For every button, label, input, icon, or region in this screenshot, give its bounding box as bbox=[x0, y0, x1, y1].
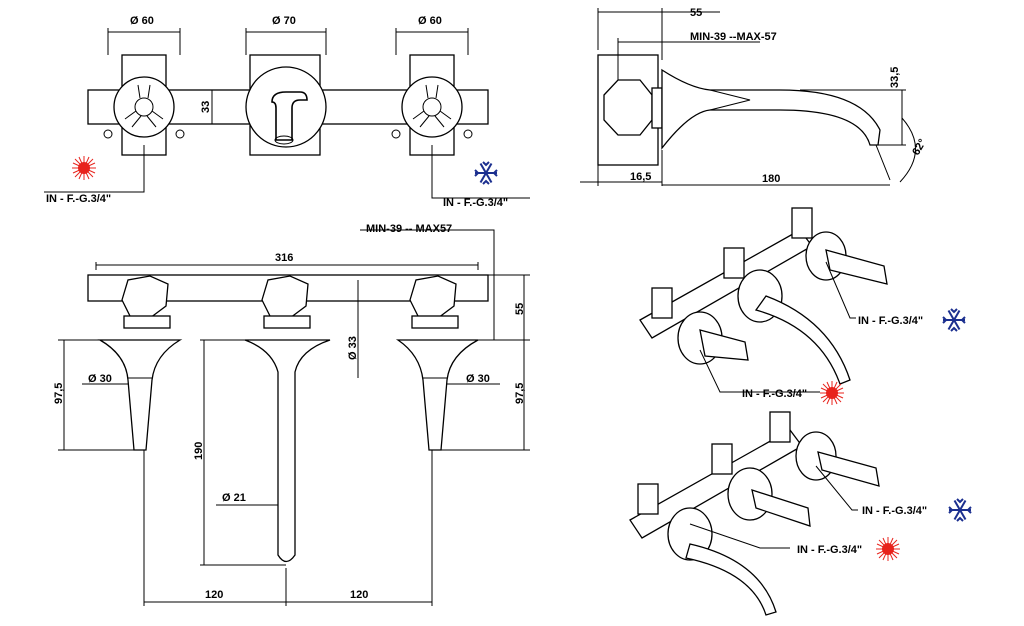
inlet-hot-label: IN - F.-G.3/4" bbox=[46, 193, 111, 205]
dim-dia-30-right: Ø 30 bbox=[466, 373, 490, 385]
dim-dia-left: Ø 60 bbox=[130, 15, 154, 27]
iso-view-2: IN - F.-G.3/4" IN - F.-G.3/4" bbox=[629, 411, 972, 616]
snowflake-cold-icon bbox=[474, 161, 498, 185]
dim-depth-55-bottom: 55 bbox=[514, 303, 526, 315]
dim-dia-33: Ø 33 bbox=[347, 336, 359, 360]
iso-view-1: IN - F.-G.3/4" IN - F.-G.3/4" bbox=[639, 207, 966, 406]
side-view: 55 MIN-39 --MAX-57 33,5 62° 16,5 180 bbox=[580, 7, 929, 186]
dim-height-33-5: 33,5 bbox=[889, 67, 901, 88]
dim-dia-right: Ø 60 bbox=[418, 15, 442, 27]
sun-hot-icon bbox=[875, 536, 901, 562]
dim-min-max-bottom: MIN-39 -- MAX57 bbox=[366, 223, 452, 235]
dim-width-316: 316 bbox=[275, 252, 293, 264]
front-view: Ø 60 Ø 70 Ø 60 33 IN - F.-G.3/4" IN - F.… bbox=[44, 15, 530, 209]
dim-angle-62: 62° bbox=[910, 137, 929, 157]
dim-dia-center: Ø 70 bbox=[272, 15, 296, 27]
dim-dia-30-left: Ø 30 bbox=[88, 373, 112, 385]
dim-reach-180: 180 bbox=[762, 173, 780, 185]
iso2-inlet-cold-label: IN - F.-G.3/4" bbox=[862, 505, 927, 517]
iso1-inlet-cold-label: IN - F.-G.3/4" bbox=[858, 315, 923, 327]
dim-spacing-right: 120 bbox=[350, 589, 368, 601]
bottom-view: 316 MIN-39 -- MAX57 55 Ø 33 97,5 97,5 Ø … bbox=[53, 223, 530, 606]
sun-hot-icon bbox=[71, 155, 97, 181]
dim-right-97-5: 97,5 bbox=[514, 383, 526, 404]
iso1-inlet-hot-label: IN - F.-G.3/4" bbox=[742, 388, 807, 400]
dim-offset-16-5: 16,5 bbox=[630, 171, 651, 183]
iso2-inlet-hot-label: IN - F.-G.3/4" bbox=[797, 544, 862, 556]
dim-spout-190: 190 bbox=[193, 442, 205, 460]
snowflake-cold-icon bbox=[948, 498, 972, 522]
dim-dia-21: Ø 21 bbox=[222, 492, 246, 504]
dim-height-33: 33 bbox=[200, 101, 212, 113]
dim-min-max: MIN-39 --MAX-57 bbox=[690, 31, 777, 43]
sun-hot-icon bbox=[819, 380, 845, 406]
snowflake-cold-icon bbox=[942, 308, 966, 332]
dim-depth-55: 55 bbox=[690, 7, 702, 19]
dim-left-97-5: 97,5 bbox=[53, 383, 65, 404]
dim-spacing-left: 120 bbox=[205, 589, 223, 601]
inlet-cold-label: IN - F.-G.3/4" bbox=[443, 197, 508, 209]
